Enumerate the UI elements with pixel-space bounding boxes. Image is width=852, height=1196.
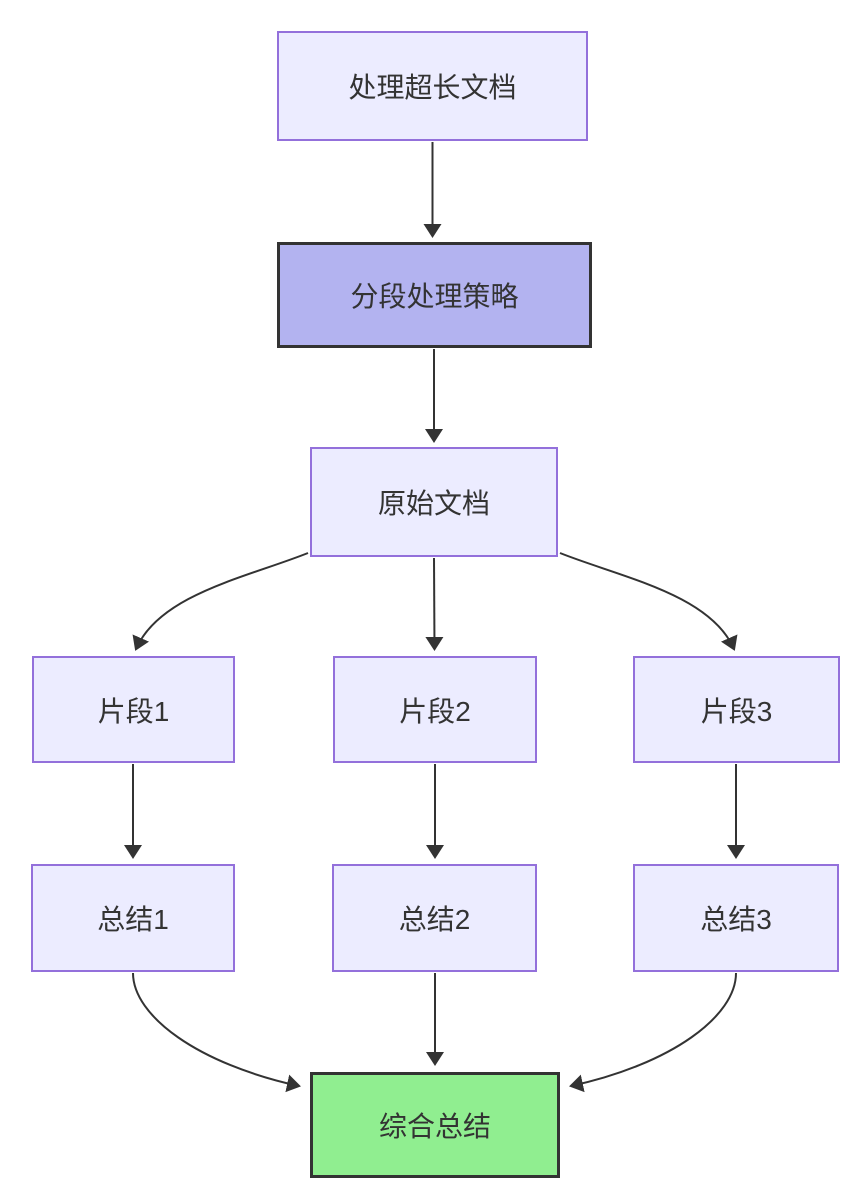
node-summary-3: 总结3 (633, 864, 839, 972)
node-segmented-processing-strategy: 分段处理策略 (277, 242, 592, 348)
node-fragment-3: 片段3 (633, 656, 840, 763)
node-original-document: 原始文档 (310, 447, 558, 557)
node-label: 综合总结 (378, 1111, 491, 1142)
node-label: 片段1 (97, 695, 170, 727)
edge-original-to-frag2 (425, 557, 444, 651)
node-summary-1: 总结1 (31, 864, 235, 972)
node-label: 总结1 (97, 904, 169, 935)
node-comprehensive-summary: 综合总结 (310, 1072, 560, 1178)
node-label: 总结2 (398, 904, 471, 935)
node-fragment-2: 片段2 (333, 656, 537, 763)
node-label: 总结3 (700, 904, 772, 935)
node-summary-2: 总结2 (332, 864, 537, 972)
edge-original-to-frag3 (559, 552, 738, 651)
node-label: 片段3 (700, 695, 773, 727)
node-label: 分段处理策略 (350, 281, 519, 312)
node-process-long-document: 处理超长文档 (277, 31, 588, 141)
node-label: 处理超长文档 (348, 72, 517, 103)
edge-sum1-to-final (132, 972, 301, 1093)
node-label: 原始文档 (377, 488, 490, 519)
edge-sum3-to-final (569, 972, 737, 1093)
edge-original-to-frag1 (132, 552, 309, 651)
node-label: 片段2 (399, 695, 471, 727)
node-fragment-1: 片段1 (32, 656, 235, 763)
